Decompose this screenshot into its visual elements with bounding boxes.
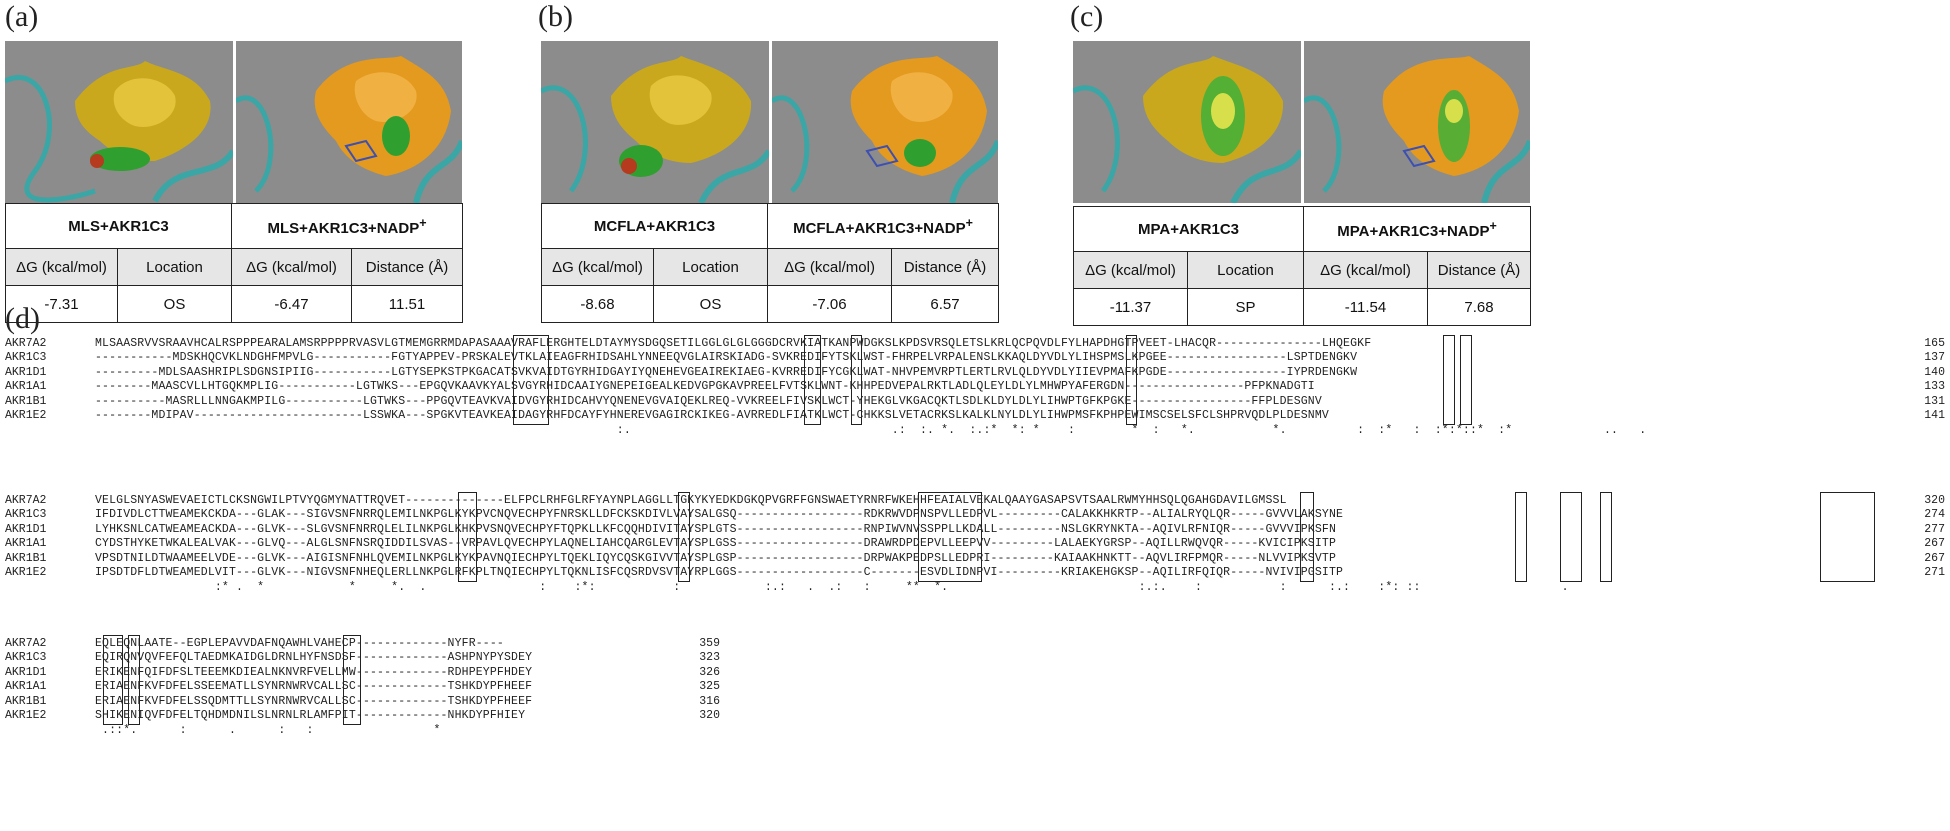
col-dg: ΔG (kcal/mol) bbox=[1303, 251, 1428, 289]
sequence-rows: MLSAASRVVSRAAVHCALRSPPPEARALAMSRPPPPRVAS… bbox=[95, 337, 1372, 423]
value-cell: OS bbox=[652, 285, 769, 323]
highlight-box bbox=[851, 335, 862, 425]
results-table-a: MLS+AKR1C3 MLS+AKR1C3+NADP+ ΔG (kcal/mol… bbox=[5, 203, 464, 323]
sequence-names: AKR7A2 AKR1C3 AKR1D1 AKR1A1 AKR1B1 AKR1E… bbox=[5, 337, 47, 423]
header-left: MCFLA+AKR1C3 bbox=[540, 203, 769, 249]
highlight-box bbox=[513, 335, 549, 425]
header-right: MPA+AKR1C3+NADP+ bbox=[1302, 206, 1532, 252]
col-location: Location bbox=[652, 248, 769, 286]
structure-image-mls-akr1c3-nadp bbox=[236, 41, 462, 203]
panel-label-b: (b) bbox=[538, 0, 573, 33]
structure-image-mcfla-akr1c3 bbox=[541, 41, 769, 203]
col-distance: Distance (Å) bbox=[350, 248, 464, 286]
value-cell: -11.37 bbox=[1073, 288, 1188, 326]
sequence-positions: 320 274 277 267 267 271 bbox=[1924, 494, 1945, 580]
conservation-row: :* . * * *. . : :*: : :.: . .: : ** *. :… bbox=[95, 581, 1569, 594]
col-dg: ΔG (kcal/mol) bbox=[231, 248, 352, 286]
col-distance: Distance (Å) bbox=[891, 248, 1000, 286]
structure-image-mpa-akr1c3-nadp bbox=[1304, 41, 1530, 203]
sequence-names: AKR7A2 AKR1C3 AKR1D1 AKR1A1 AKR1B1 AKR1E… bbox=[5, 494, 47, 580]
col-location: Location bbox=[117, 248, 232, 286]
highlight-box bbox=[1560, 492, 1582, 582]
value-cell: 7.68 bbox=[1426, 288, 1532, 326]
conservation-row: :. .: :. *. :.:* *: * : * : *. *. : :* :… bbox=[95, 424, 1647, 437]
highlight-box bbox=[103, 635, 123, 725]
highlight-box bbox=[1820, 492, 1875, 582]
results-table-b: MCFLA+AKR1C3 MCFLA+AKR1C3+NADP+ ΔG (kcal… bbox=[540, 203, 1000, 323]
sequence-positions: 165 137 140 133 131 141 bbox=[1924, 337, 1945, 423]
highlight-box bbox=[1126, 335, 1137, 425]
highlight-box bbox=[1600, 492, 1612, 582]
col-dg: ΔG (kcal/mol) bbox=[541, 248, 654, 286]
col-location: Location bbox=[1187, 251, 1304, 289]
highlight-box bbox=[1515, 492, 1527, 582]
sequence-positions: 359 323 326 325 316 320 bbox=[699, 637, 720, 723]
highlight-box bbox=[1300, 492, 1314, 582]
sequence-rows: VELGLSNYASWEVAEICTLCKSNGWILPTVYQGMYNATTR… bbox=[95, 494, 1344, 580]
highlight-box bbox=[678, 492, 690, 582]
highlight-box bbox=[1460, 335, 1472, 425]
highlight-box bbox=[918, 492, 982, 582]
panel-label-c: (c) bbox=[1070, 0, 1104, 33]
header-right: MLS+AKR1C3+NADP+ bbox=[230, 203, 464, 249]
col-dg: ΔG (kcal/mol) bbox=[767, 248, 893, 286]
value-cell: SP bbox=[1187, 288, 1304, 326]
value-cell: 11.51 bbox=[350, 285, 464, 323]
conservation-row: .::*. : . : : * bbox=[95, 724, 441, 737]
structure-image-mpa-akr1c3 bbox=[1073, 41, 1301, 203]
highlight-box bbox=[343, 635, 361, 725]
highlight-box bbox=[128, 635, 140, 725]
highlight-box bbox=[804, 335, 821, 425]
value-cell: 6.57 bbox=[891, 285, 1000, 323]
highlight-box bbox=[1443, 335, 1455, 425]
value-cell: OS bbox=[117, 285, 232, 323]
sequence-rows: EQLEQNLAATE--EGPLEPAVVDAFNQAWHLVAHECP---… bbox=[95, 637, 533, 723]
header-left: MLS+AKR1C3 bbox=[5, 203, 232, 249]
value-cell: -11.54 bbox=[1303, 288, 1428, 326]
value-cell: -7.06 bbox=[767, 285, 893, 323]
highlight-box bbox=[458, 492, 477, 582]
results-table-c: MPA+AKR1C3 MPA+AKR1C3+NADP+ ΔG (kcal/mol… bbox=[1073, 206, 1532, 326]
structure-image-mls-akr1c3 bbox=[5, 41, 233, 203]
value-cell: -7.31 bbox=[5, 285, 118, 323]
col-dg: ΔG (kcal/mol) bbox=[1073, 251, 1188, 289]
value-cell: -6.47 bbox=[231, 285, 352, 323]
header-left: MPA+AKR1C3 bbox=[1073, 206, 1304, 252]
panel-label-a: (a) bbox=[5, 0, 39, 33]
value-cell: -8.68 bbox=[541, 285, 654, 323]
col-dg: ΔG (kcal/mol) bbox=[5, 248, 118, 286]
sequence-names: AKR7A2 AKR1C3 AKR1D1 AKR1A1 AKR1B1 AKR1E… bbox=[5, 637, 47, 723]
header-right: MCFLA+AKR1C3+NADP+ bbox=[767, 203, 1000, 249]
structure-image-mcfla-akr1c3-nadp bbox=[772, 41, 998, 203]
col-distance: Distance (Å) bbox=[1426, 251, 1532, 289]
